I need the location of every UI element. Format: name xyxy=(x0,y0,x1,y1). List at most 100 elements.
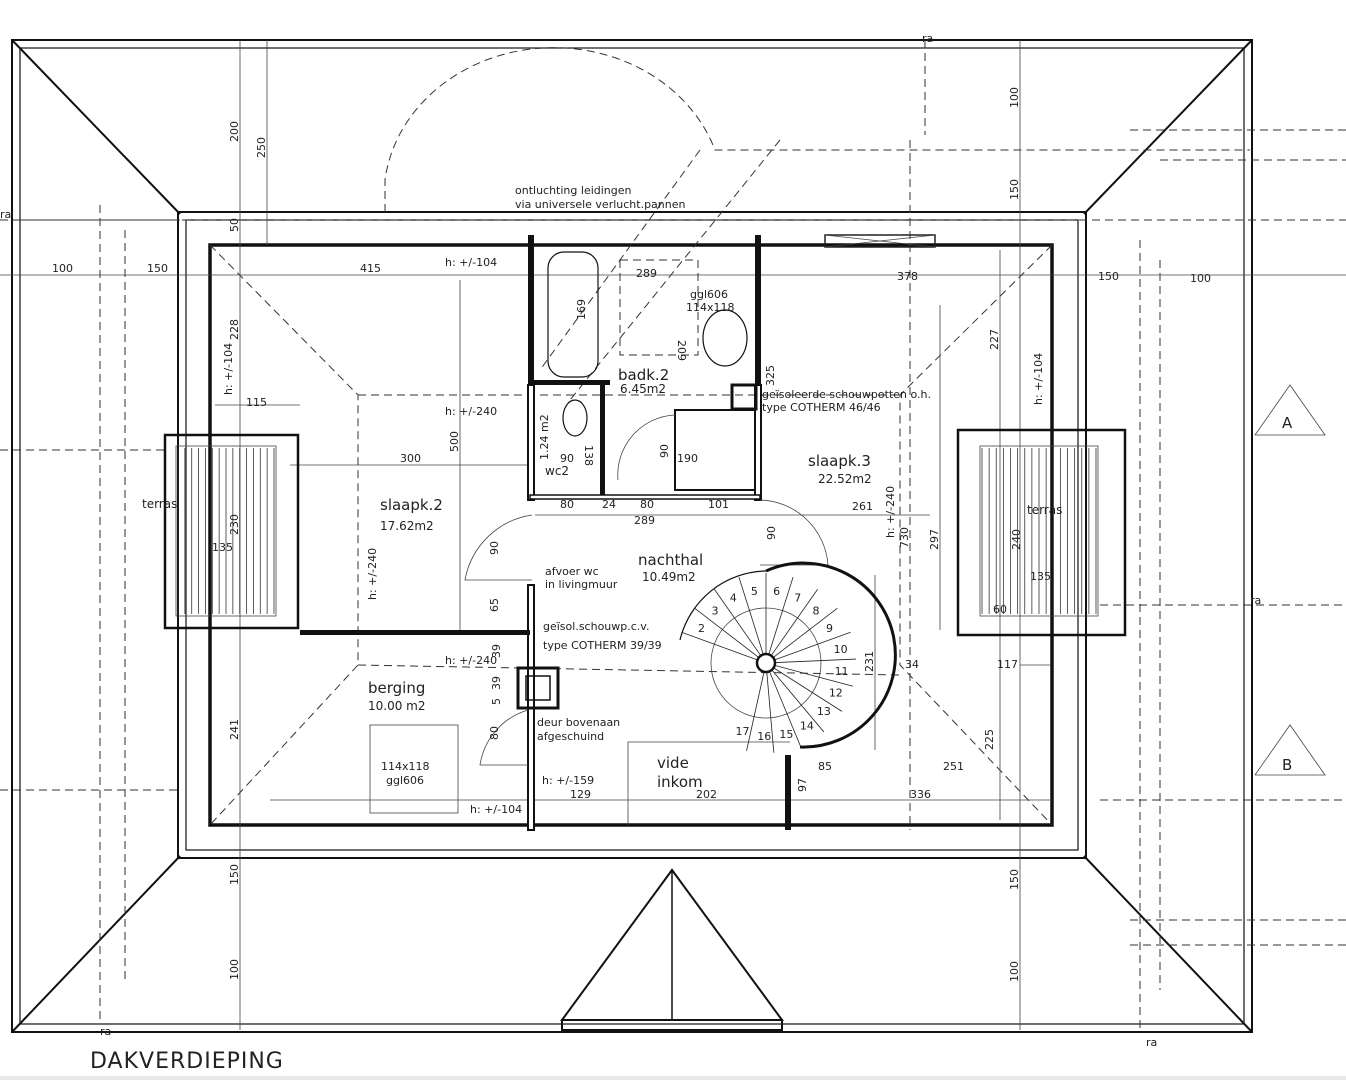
section-a-label: A xyxy=(1282,414,1293,432)
dimension-label: 90 xyxy=(658,444,671,458)
dimension-label: 80 xyxy=(560,498,574,511)
stair-step-number: 8 xyxy=(812,604,819,617)
ra-marker: ra xyxy=(0,208,11,221)
interior-walls xyxy=(300,235,791,831)
dimension-label: 101 xyxy=(708,498,729,511)
stair-step-number: 16 xyxy=(757,730,771,743)
room-wc2-name: wc2 xyxy=(545,464,569,478)
dimension-label: 325 xyxy=(764,365,777,386)
bottom-bar xyxy=(0,1076,1346,1080)
stair-step-number: 14 xyxy=(800,719,814,732)
dimension-label: 200 xyxy=(228,121,241,142)
dimension-label: 378 xyxy=(897,270,918,283)
dimension-label: 241 xyxy=(228,719,241,740)
note-chimney-cv-1: geïsol.schouwp.c.v. xyxy=(543,620,649,633)
dimension-label: 150 xyxy=(1008,179,1021,200)
stair-step-number: 6 xyxy=(773,585,780,598)
dimension-label: 115 xyxy=(246,396,267,409)
terrace-left xyxy=(163,433,300,630)
dimension-label: 5 xyxy=(490,698,503,705)
front-dormer xyxy=(560,868,784,1031)
dimension-label: 39 xyxy=(490,644,503,658)
bathtub xyxy=(547,251,599,378)
height-h9: h: +/-240 xyxy=(884,486,897,538)
room-nachthal-name: nachthal xyxy=(638,551,703,569)
dimension-labels: 100 150 415 378 150 100 200 250 50 228 5… xyxy=(52,87,1211,982)
dimension-label: 150 xyxy=(1008,869,1021,890)
stair-step-number: 15 xyxy=(779,728,793,741)
dimension-label: 225 xyxy=(983,729,996,750)
dimension-label: 100 xyxy=(1190,272,1211,285)
stair-step-number: 11 xyxy=(835,665,849,678)
room-vide-name: vide xyxy=(657,754,689,772)
note-ventilation-1: ontluchting leidingen xyxy=(515,184,632,197)
height-h4: h: +/-240 xyxy=(366,548,379,600)
stair-step-number: 3 xyxy=(712,604,719,617)
dimension-label: 65 xyxy=(488,598,501,612)
dimension-label: 60 xyxy=(993,603,1007,616)
stair-step-number: 5 xyxy=(751,585,758,598)
dimension-label: 80 xyxy=(488,726,501,740)
room-slaapk2-name: slaapk.2 xyxy=(380,496,443,514)
stair-tread xyxy=(773,607,838,658)
terrace-left-label: terras xyxy=(142,497,177,511)
fixtures xyxy=(369,234,936,825)
dimension-label: 90 xyxy=(488,541,501,555)
room-slaapk2-area: 17.62m2 xyxy=(380,519,434,533)
dimension-label: 80 xyxy=(640,498,654,511)
note-skylight-top-2: 114x118 xyxy=(686,301,735,314)
dimension-label: 230 xyxy=(228,514,241,535)
toilet xyxy=(562,399,588,437)
stair-tread xyxy=(738,577,764,654)
note-skylight-bottom-2: ggl606 xyxy=(386,774,424,787)
dimension-label: 100 xyxy=(228,959,241,980)
dimension-label: 289 xyxy=(634,514,655,527)
stair-tread xyxy=(768,577,794,654)
stair-tread xyxy=(694,607,759,658)
stair-tread xyxy=(681,631,757,660)
room-badk2-area: 6.45m2 xyxy=(620,382,666,396)
roof-outline xyxy=(11,39,1253,1033)
stair-step-number: 12 xyxy=(829,686,843,699)
section-marker-b[interactable]: B xyxy=(1254,724,1326,776)
dimension-label: 90 xyxy=(560,452,574,465)
note-skylight-bottom-1: 114x118 xyxy=(381,760,430,773)
height-h5: h: +/-240 xyxy=(445,654,497,667)
room-berging-name: berging xyxy=(368,679,425,697)
stair-tread xyxy=(775,631,851,660)
dimension-label: 500 xyxy=(448,431,461,452)
section-b-label: B xyxy=(1282,756,1292,774)
stair-step-number: 9 xyxy=(826,622,833,635)
dimension-label: 150 xyxy=(228,864,241,885)
dimension-label: 227 xyxy=(988,329,1001,350)
dimension-label: 117 xyxy=(997,658,1018,671)
height-h8: h: +/-104 xyxy=(470,803,522,816)
dimension-label: 34 xyxy=(905,658,919,671)
dimension-label: 169 xyxy=(575,299,588,320)
dimension-label: 24 xyxy=(602,498,616,511)
note-drain-1: afvoer wc xyxy=(545,565,599,578)
stair-tread xyxy=(766,672,775,753)
dimension-label: 261 xyxy=(852,500,873,513)
section-marker-a[interactable]: A xyxy=(1254,384,1326,436)
stair-step-number: 2 xyxy=(698,622,705,635)
dimension-label: 300 xyxy=(400,452,421,465)
skylight-top xyxy=(619,259,699,356)
note-chimney-cv-2: type COTHERM 39/39 xyxy=(543,639,662,652)
dimension-label: 209 xyxy=(675,340,688,361)
skylight-bottom xyxy=(369,724,459,814)
roof-hips xyxy=(0,40,1346,1030)
room-vide-sub: inkom xyxy=(657,773,703,791)
height-h3: h: +/-104 xyxy=(222,343,235,395)
dimension-label: 228 xyxy=(228,319,241,340)
stair-tread xyxy=(774,668,843,712)
dimension-label: 297 xyxy=(928,529,941,550)
dimension-label: 90 xyxy=(765,526,778,540)
note-door-1: deur bovenaan xyxy=(537,716,620,729)
dimension-label: 85 xyxy=(818,760,832,773)
dimension-label: 129 xyxy=(570,788,591,801)
dimension-lines xyxy=(0,40,1346,1030)
height-markers: h: +/-104 h: +/-240 h: +/-104 h: +/-240 … xyxy=(222,256,1045,816)
dimension-label: 730 xyxy=(898,527,911,548)
